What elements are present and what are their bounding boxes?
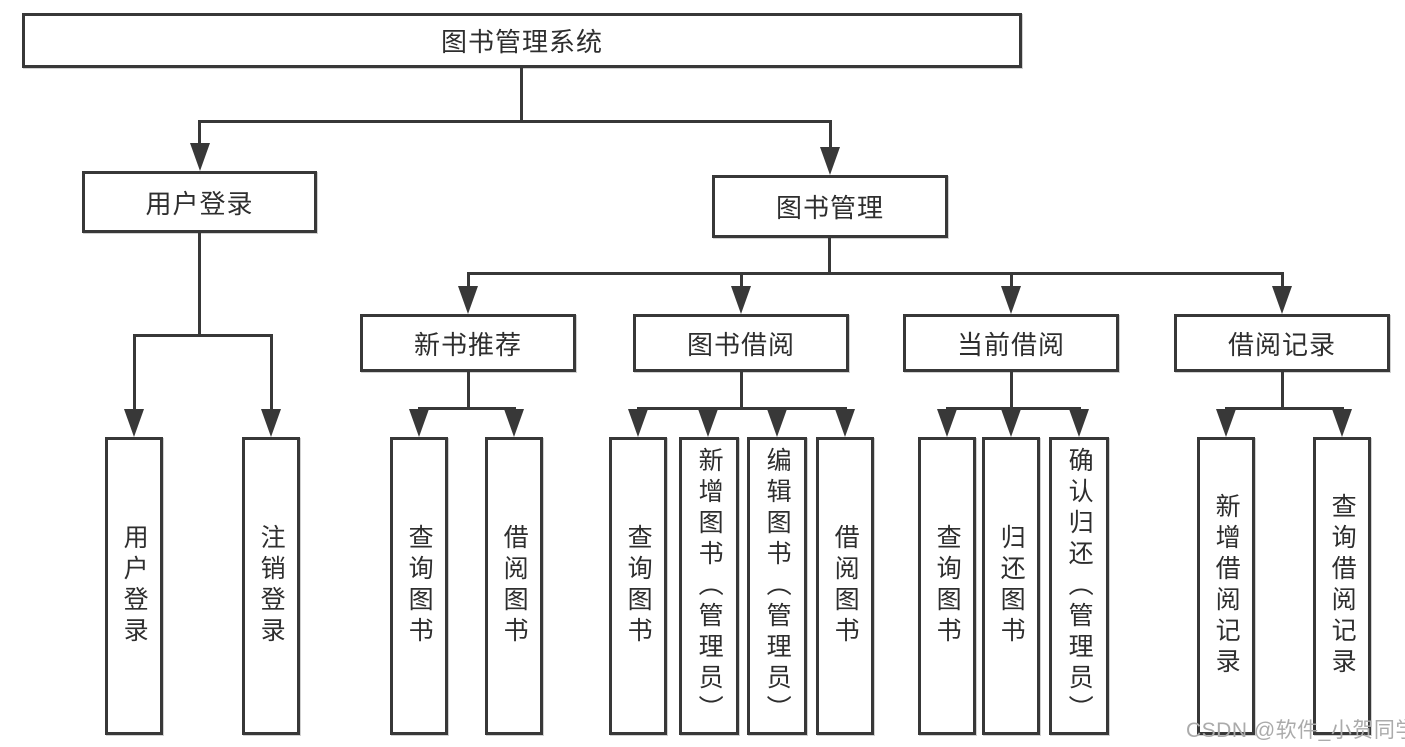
- connector-current-borrow-branch: [946, 407, 1081, 410]
- node-label: 用户登录: [145, 188, 254, 219]
- node-label: 图书管理系统: [440, 27, 603, 57]
- node-new-book-recommend: 新书推荐: [360, 314, 576, 372]
- arrowhead-add-borrow-record: [1216, 409, 1236, 437]
- arrowhead-book-borrow: [731, 286, 751, 314]
- node-label: 用户登录: [120, 524, 149, 648]
- connector-user-login-branch: [133, 334, 273, 337]
- connector-borrow-records-branch: [1225, 407, 1344, 410]
- node-label: 查询借阅记录: [1328, 493, 1357, 679]
- node-leaf-edit-books-admin: 编辑图书（管理员）: [747, 437, 807, 735]
- node-label: 确认归还（管理员）: [1065, 446, 1094, 726]
- node-label: 图书管理: [775, 193, 884, 223]
- connector-arrow-new-books-shaft: [467, 272, 470, 290]
- connector-arrow-book-borrow-shaft: [740, 272, 743, 290]
- arrowhead-borrow-books-2: [835, 409, 855, 437]
- connector-book-borrow-branch: [637, 407, 847, 410]
- node-leaf-query-borrow-record: 查询借阅记录: [1313, 437, 1371, 735]
- arrowhead-borrow-records: [1272, 286, 1292, 314]
- connector-new-books-branch: [418, 407, 516, 410]
- node-book-borrow: 图书借阅: [633, 314, 849, 372]
- node-label: 查询图书: [624, 524, 653, 648]
- node-leaf-query-books-2: 查询图书: [609, 437, 667, 735]
- arrowhead-book-management: [820, 147, 840, 175]
- node-leaf-add-books-admin: 新增图书（管理员）: [679, 437, 739, 735]
- node-label: 当前借阅: [956, 329, 1065, 360]
- node-leaf-user-login: 用户登录: [105, 437, 163, 735]
- node-label: 编辑图书（管理员）: [763, 446, 792, 726]
- connector-book-borrow-stem: [740, 372, 743, 407]
- connector-arrow-current-borrow-shaft: [1010, 272, 1013, 290]
- arrowhead-query-borrow-record: [1332, 409, 1352, 437]
- arrowhead-user-login: [190, 143, 210, 171]
- arrowhead-login: [124, 409, 144, 437]
- connector-arrow-user-login-shaft: [198, 120, 201, 146]
- arrowhead-edit-books: [767, 409, 787, 437]
- connector-new-books-stem: [467, 372, 470, 407]
- arrowhead-current-borrow: [1001, 286, 1021, 314]
- node-leaf-borrow-books-2: 借阅图书: [816, 437, 874, 735]
- node-label: 注销登录: [257, 524, 286, 648]
- connector-current-borrow-stem: [1010, 372, 1013, 407]
- node-label: 图书借阅: [686, 329, 795, 360]
- connector-borrow-records-stem: [1281, 372, 1284, 407]
- node-borrow-records: 借阅记录: [1174, 314, 1390, 372]
- connector-root-stem: [520, 68, 523, 120]
- node-label: 新书推荐: [413, 329, 522, 360]
- connector-arrow-logout-shaft: [270, 334, 273, 412]
- connector-level2-branch: [467, 272, 1283, 275]
- node-library-management-system: 图书管理系统: [22, 13, 1022, 68]
- node-leaf-add-borrow-record: 新增借阅记录: [1197, 437, 1255, 735]
- node-label: 借阅记录: [1227, 329, 1336, 360]
- node-label: 借阅图书: [500, 524, 529, 648]
- node-user-login: 用户登录: [82, 171, 317, 233]
- node-label: 借阅图书: [831, 524, 860, 648]
- arrowhead-new-books: [458, 286, 478, 314]
- csdn-watermark: CSDN @软件_小贺同学: [1186, 719, 1405, 742]
- connector-arrow-login-shaft: [133, 334, 136, 412]
- node-label: 新增图书（管理员）: [695, 446, 724, 726]
- connector-arrow-book-management-shaft: [829, 120, 832, 150]
- node-leaf-query-books-1: 查询图书: [390, 437, 448, 735]
- arrowhead-query-books-3: [937, 409, 957, 437]
- arrowhead-add-books: [698, 409, 718, 437]
- node-leaf-confirm-return-admin: 确认归还（管理员）: [1049, 437, 1109, 735]
- node-label: 新增借阅记录: [1212, 493, 1241, 679]
- arrowhead-query-books-1: [409, 409, 429, 437]
- connector-level1-branch: [198, 120, 832, 123]
- node-book-management: 图书管理: [712, 175, 948, 238]
- arrowhead-logout: [261, 409, 281, 437]
- node-leaf-borrow-books-1: 借阅图书: [485, 437, 543, 735]
- node-leaf-logout: 注销登录: [242, 437, 300, 735]
- connector-user-login-stem: [198, 233, 201, 334]
- arrowhead-borrow-books-1: [504, 409, 524, 437]
- node-label: 查询图书: [933, 524, 962, 648]
- arrowhead-return-books: [1001, 409, 1021, 437]
- connector-arrow-borrow-records-shaft: [1281, 272, 1284, 290]
- connector-book-management-stem: [828, 238, 831, 272]
- node-label: 归还图书: [997, 524, 1026, 648]
- node-leaf-query-books-3: 查询图书: [918, 437, 976, 735]
- node-leaf-return-books: 归还图书: [982, 437, 1040, 735]
- arrowhead-confirm-return: [1069, 409, 1089, 437]
- node-current-borrow: 当前借阅: [903, 314, 1119, 372]
- arrowhead-query-books-2: [628, 409, 648, 437]
- node-label: 查询图书: [405, 524, 434, 648]
